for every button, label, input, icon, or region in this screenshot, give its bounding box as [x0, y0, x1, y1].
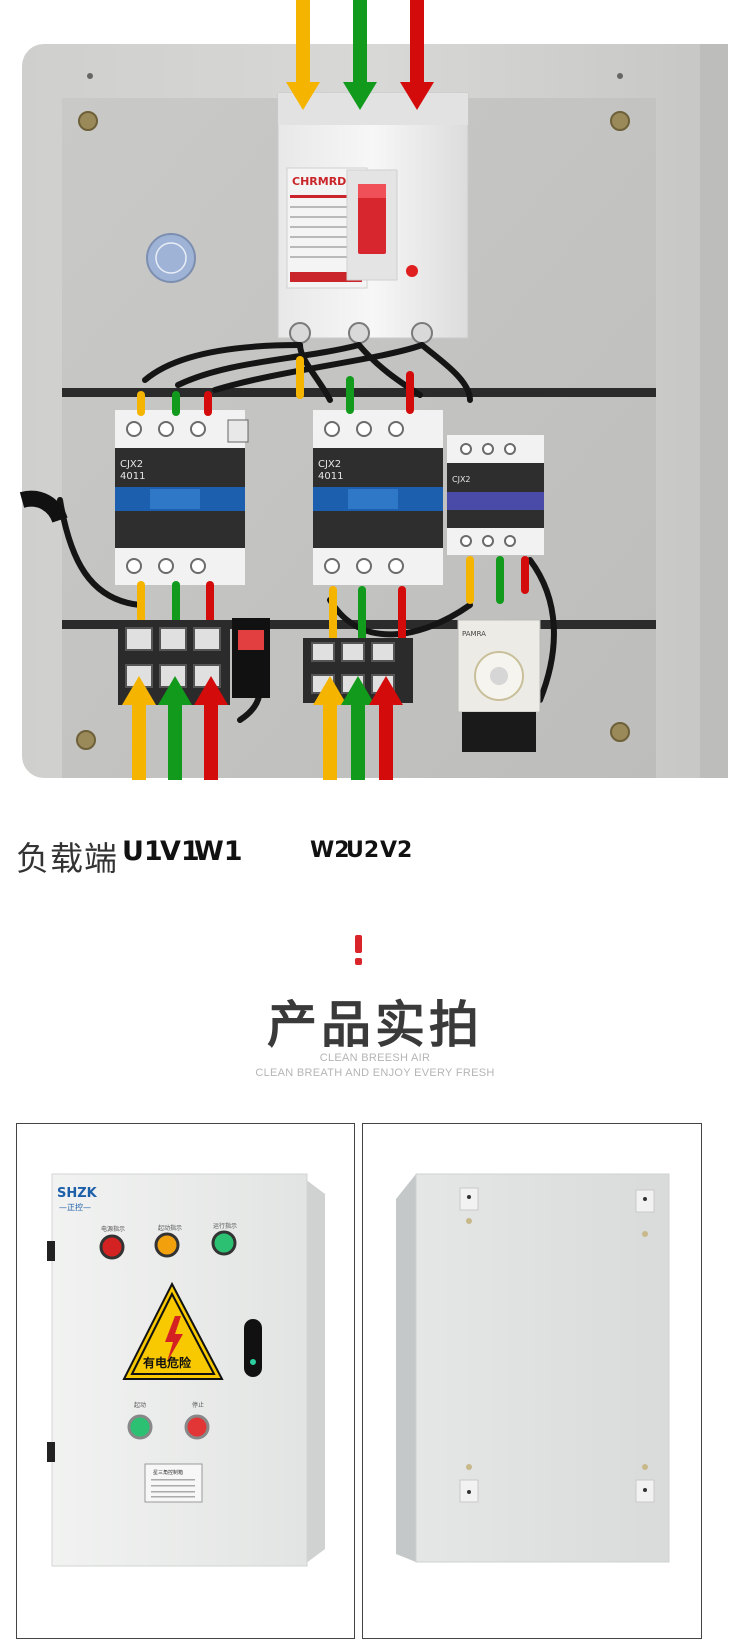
section-title: 产品实拍	[267, 996, 483, 1054]
photo-frame-back	[362, 1123, 702, 1639]
contactor-left: CJX2 4011	[115, 410, 249, 585]
phase-label-w2: W2	[310, 838, 350, 863]
warning-sign: 有电危险	[122, 1281, 224, 1380]
brand-logo: SHZK	[57, 1186, 98, 1201]
contactor-small: CJX2	[447, 435, 544, 555]
load-end-label: 负载端	[16, 839, 118, 878]
start-lamp	[154, 1232, 180, 1258]
contactor-middle: CJX2 4011	[313, 410, 443, 585]
start-button	[127, 1414, 153, 1440]
outgoing-arrows-left	[122, 676, 228, 780]
phase-label-w1: W1	[194, 836, 243, 867]
photo-frame-front: SHZK —正控— 电源指示 起动指示 运行指示 有电危险 起动 停止 星三角控…	[16, 1123, 355, 1639]
title-accent-marker	[355, 935, 362, 965]
outgoing-arrows-right	[313, 676, 403, 780]
warning-text: 有电危险	[143, 1355, 192, 1370]
phase-label-v2: V2	[380, 838, 413, 863]
contactor-left-model: CJX2	[120, 459, 143, 470]
black-wires	[57, 342, 557, 723]
timer-brand: PAMRA	[462, 630, 486, 638]
lamp-label-start: 起动指示	[158, 1224, 182, 1232]
contactor-small-model: CJX2	[452, 475, 471, 484]
stop-button	[184, 1414, 210, 1440]
breaker-brand: CHRMRD	[292, 175, 346, 188]
nameplate	[144, 1463, 203, 1503]
phase-label-u1: U1	[122, 836, 163, 867]
button-label-stop: 停止	[192, 1401, 204, 1409]
nameplate-title: 星三角控制箱	[153, 1469, 183, 1476]
corner-screws	[76, 111, 630, 750]
lamp-label-run: 运行指示	[213, 1222, 237, 1230]
phase-label-v1: V1	[160, 836, 200, 867]
section-subtitle-2: CLEAN BREATH AND ENJOY EVERY FRESH	[255, 1067, 495, 1079]
timer-relay: PAMRA	[457, 619, 541, 752]
wiring-panel-photo: CHRMRD	[19, 0, 728, 780]
contactor-middle-code: 4011	[318, 471, 343, 482]
phase-label-u2: U2	[346, 838, 380, 863]
wire-lugs	[137, 356, 529, 644]
cabinet-front-photo: SHZK —正控— 电源指示 起动指示 运行指示 有电危险 起动 停止 星三角控…	[47, 1173, 325, 1567]
door-handle	[244, 1319, 262, 1377]
section-subtitle-1: CLEAN BREESH AIR	[319, 1052, 431, 1064]
qc-sticker	[146, 233, 196, 283]
incoming-arrows	[286, 0, 434, 110]
cabinet-back-photo	[396, 1173, 670, 1563]
breaker-toggle	[358, 184, 386, 254]
contactor-left-code: 4011	[120, 471, 145, 482]
button-label-start: 起动	[134, 1401, 146, 1409]
brand-sub: —正控—	[59, 1202, 91, 1212]
contactor-middle-model: CJX2	[318, 459, 341, 470]
run-lamp	[211, 1230, 237, 1256]
lamp-label-power: 电源指示	[101, 1225, 125, 1233]
circuit-breaker: CHRMRD	[277, 92, 469, 344]
power-lamp	[99, 1234, 125, 1260]
